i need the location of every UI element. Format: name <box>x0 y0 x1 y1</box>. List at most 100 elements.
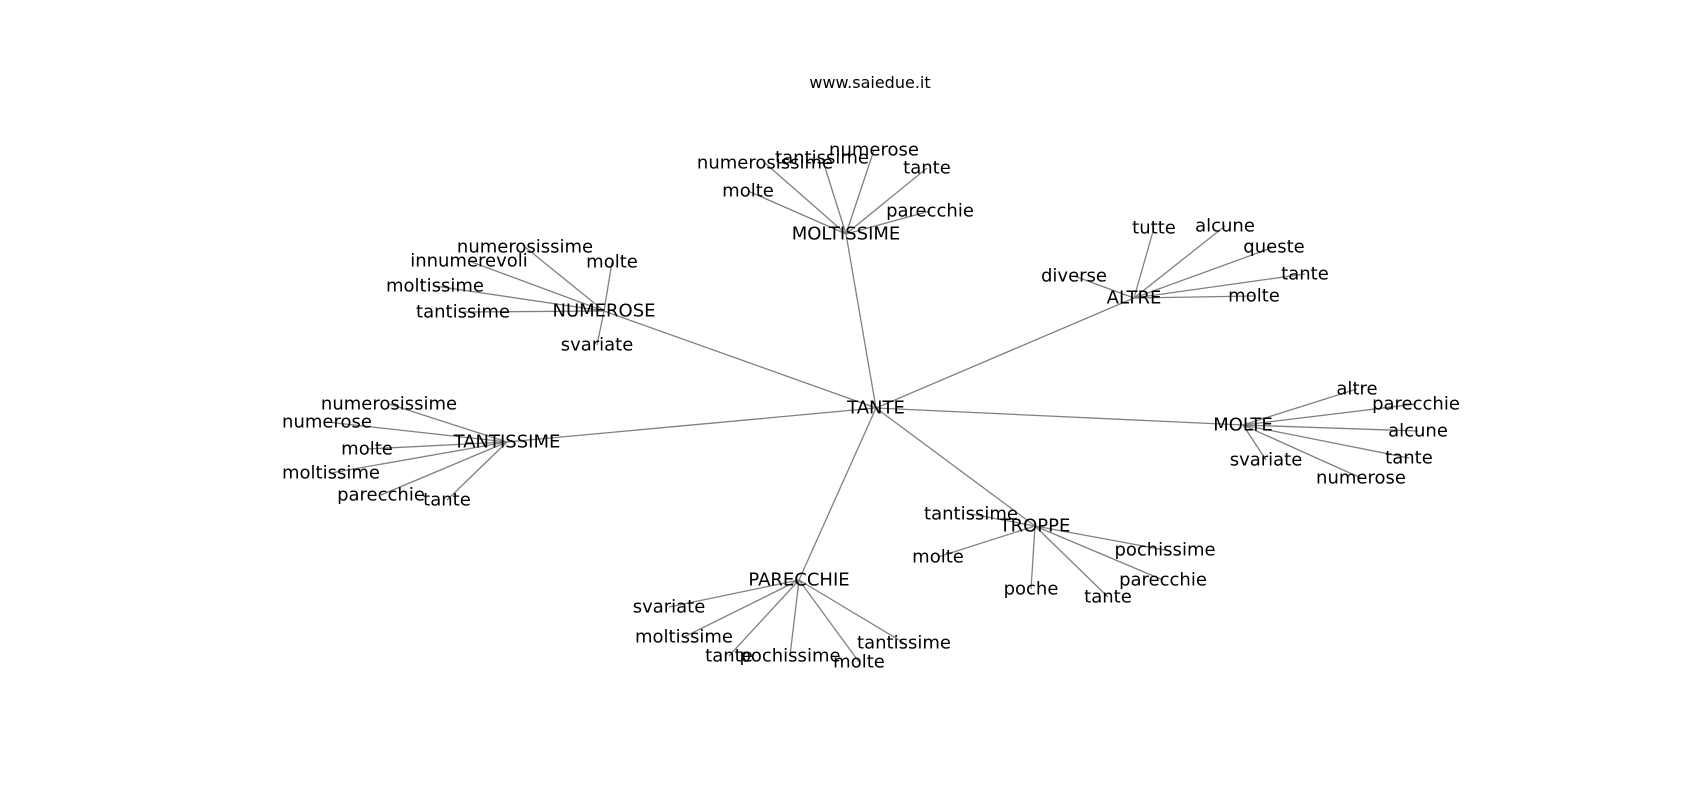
edge-group-leaf <box>326 421 508 443</box>
edge-group-leaf <box>798 579 860 663</box>
edge-group-leaf <box>1034 525 1109 598</box>
edge-group-leaf <box>937 525 1036 558</box>
node-leaf: moltissime <box>635 627 733 648</box>
node-leaf: molte <box>586 252 638 273</box>
node-leaf: svariate <box>633 597 706 618</box>
edge-root-group <box>798 407 877 581</box>
edge-group-leaf <box>668 579 800 608</box>
node-group-parecchie: PARECCHIE <box>748 570 849 591</box>
edge-group-leaf <box>845 167 928 235</box>
node-leaf: innumerevoli <box>410 251 528 272</box>
node-leaf: tantissime <box>857 633 951 654</box>
node-leaf: svariate <box>1230 450 1303 471</box>
watermark-text: www.saiedue.it <box>809 73 930 92</box>
node-root: TANTE <box>846 398 905 419</box>
node-leaf: tante <box>903 158 951 179</box>
node-group-numerose: NUMEROSE <box>552 301 655 322</box>
edge-group-leaf <box>462 310 605 313</box>
node-leaf: molte <box>722 181 774 202</box>
node-leaf: tante <box>705 646 753 667</box>
edge-root-group <box>875 407 1036 527</box>
edge-group-leaf <box>728 579 800 657</box>
node-leaf: tante <box>1084 587 1132 608</box>
edge-group-leaf <box>1242 403 1417 426</box>
edge-root-group <box>875 407 1244 426</box>
node-leaf: numerose <box>829 140 919 161</box>
node-leaf: poche <box>1004 579 1059 600</box>
edge-group-leaf <box>1133 225 1226 299</box>
node-group-tantissime: TANTISSIME <box>453 432 561 453</box>
edge-group-leaf <box>821 157 847 235</box>
edge-group-leaf <box>1030 525 1036 590</box>
edge-root-group <box>603 310 877 409</box>
node-leaf: numerosissime <box>321 394 457 415</box>
node-leaf: parecchie <box>886 201 974 222</box>
labels-layer: TANTE MOLTISSIME numerosissime tantissim… <box>282 140 1460 673</box>
edge-group-leaf <box>764 162 847 235</box>
node-leaf: tante <box>1385 448 1433 469</box>
node-leaf: moltissime <box>282 463 380 484</box>
edge-root-group <box>506 407 877 443</box>
node-leaf: moltissime <box>386 276 484 297</box>
node-leaf: tantissime <box>924 504 1018 525</box>
node-group-altre: ALTRE <box>1107 288 1162 309</box>
edge-group-leaf <box>747 190 847 235</box>
node-leaf: molte <box>1228 286 1280 307</box>
node-leaf: altre <box>1336 379 1377 400</box>
edge-group-leaf <box>1242 424 1362 479</box>
node-leaf: parecchie <box>337 485 425 506</box>
edge-group-leaf <box>603 261 613 312</box>
node-leaf: svariate <box>561 335 634 356</box>
node-leaf: numerosissime <box>457 237 593 258</box>
edge-group-leaf <box>1242 388 1358 426</box>
edge-group-leaf <box>1133 246 1275 299</box>
node-leaf: tante <box>1281 264 1329 285</box>
edge-root-group <box>845 233 877 409</box>
edges-layer <box>326 149 1419 663</box>
edge-group-leaf <box>366 441 508 450</box>
node-leaf: queste <box>1243 237 1304 258</box>
edge-group-leaf <box>789 579 800 657</box>
node-group-moltissime: MOLTISSIME <box>792 224 901 245</box>
edge-group-leaf <box>1073 275 1135 299</box>
edge-group-leaf <box>1242 424 1419 432</box>
node-leaf: molte <box>833 652 885 673</box>
node-leaf: parecchie <box>1372 394 1460 415</box>
edge-group-leaf <box>1242 424 1267 461</box>
node-leaf: alcune <box>1195 216 1255 237</box>
edge-group-leaf <box>970 513 1036 527</box>
edge-group-leaf <box>596 310 605 346</box>
edge-group-leaf <box>845 210 931 235</box>
node-leaf: parecchie <box>1119 570 1207 591</box>
node-group-troppe: TROPPE <box>999 516 1071 537</box>
node-leaf: numerose <box>1316 468 1406 489</box>
edge-group-leaf <box>434 285 605 312</box>
edge-group-leaf <box>524 246 605 312</box>
node-group-molte: MOLTE <box>1213 415 1273 436</box>
node-leaf: numerosissime <box>697 153 833 174</box>
node-leaf: pochissime <box>1114 540 1215 561</box>
edge-group-leaf <box>1034 525 1164 581</box>
node-leaf: tantissime <box>416 302 510 323</box>
node-leaf: tante <box>423 490 471 511</box>
edge-group-leaf <box>845 149 875 235</box>
edge-group-leaf <box>388 403 508 443</box>
edge-group-leaf <box>1133 295 1255 299</box>
edge-group-leaf <box>1133 273 1306 299</box>
edge-root-group <box>875 297 1135 409</box>
edge-group-leaf <box>380 441 508 496</box>
edge-group-leaf <box>1034 525 1166 551</box>
edge-group-leaf <box>330 441 508 474</box>
node-leaf: tantissime <box>775 148 869 169</box>
edge-group-leaf <box>468 260 605 312</box>
node-leaf: pochissime <box>739 646 840 667</box>
node-leaf: tutte <box>1132 218 1176 239</box>
node-leaf: alcune <box>1388 421 1448 442</box>
node-leaf: molte <box>341 439 393 460</box>
node-leaf: diverse <box>1041 266 1107 287</box>
edge-group-leaf <box>1133 227 1155 299</box>
node-leaf: molte <box>912 547 964 568</box>
edge-group-leaf <box>446 441 508 501</box>
